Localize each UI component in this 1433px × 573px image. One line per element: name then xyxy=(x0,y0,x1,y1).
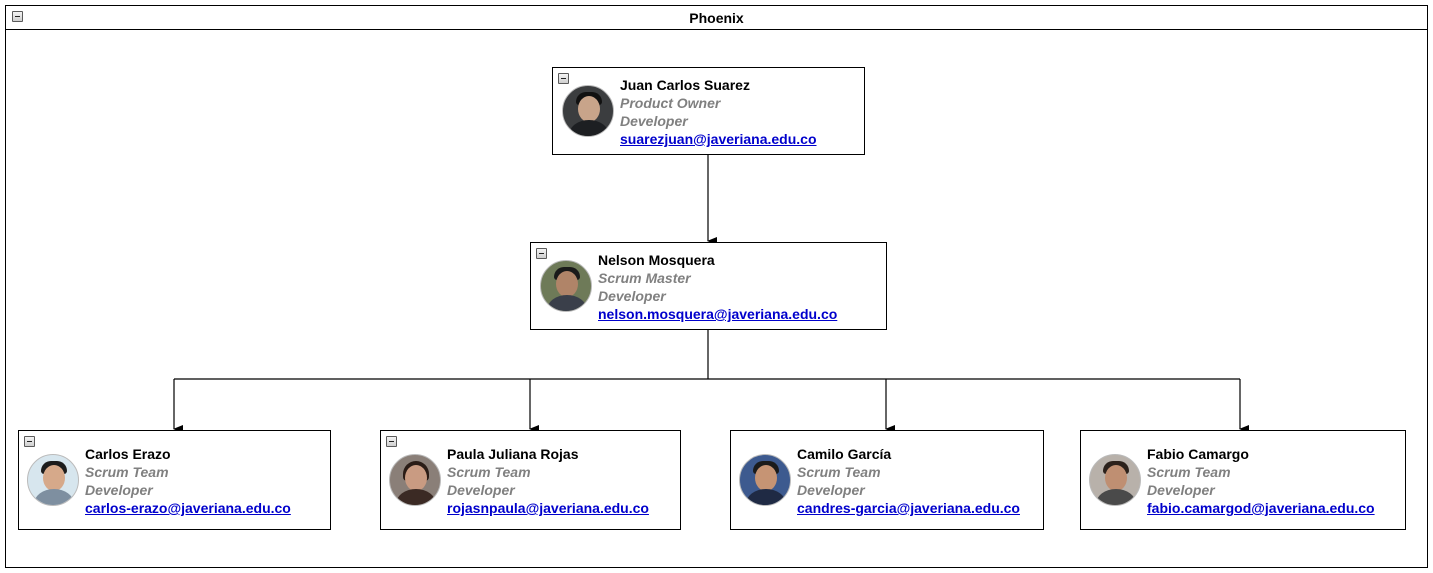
member-card-juan-carlos-suarez[interactable]: Juan Carlos Suarez Product Owner Develop… xyxy=(552,67,865,155)
team-title: Phoenix xyxy=(689,10,744,26)
avatar xyxy=(739,454,791,506)
member-name: Juan Carlos Suarez xyxy=(620,77,750,93)
member-role: Scrum Team xyxy=(85,464,169,480)
member-card-fabio-camargo[interactable]: Fabio Camargo Scrum Team Developer fabio… xyxy=(1080,430,1406,530)
member-role: Scrum Team xyxy=(797,464,881,480)
member-role-secondary: Developer xyxy=(85,482,153,498)
member-role-secondary: Developer xyxy=(620,113,688,129)
member-role-secondary: Developer xyxy=(447,482,515,498)
collapse-icon[interactable] xyxy=(24,436,35,447)
collapse-icon[interactable] xyxy=(536,248,547,259)
member-role: Scrum Team xyxy=(1147,464,1231,480)
avatar xyxy=(27,454,79,506)
member-role: Product Owner xyxy=(620,95,721,111)
member-name: Camilo García xyxy=(797,446,892,462)
member-name: Nelson Mosquera xyxy=(598,252,715,268)
team-header: Phoenix xyxy=(6,6,1427,30)
member-name: Paula Juliana Rojas xyxy=(447,446,579,462)
member-email-link[interactable]: carlos-erazo@javeriana.edu.co xyxy=(85,500,291,516)
collapse-icon[interactable] xyxy=(558,73,569,84)
member-email-link[interactable]: suarezjuan@javeriana.edu.co xyxy=(620,131,817,147)
avatar xyxy=(562,85,614,137)
member-email-link[interactable]: candres-garcia@javeriana.edu.co xyxy=(797,500,1020,516)
member-email-link[interactable]: fabio.camargod@javeriana.edu.co xyxy=(1147,500,1375,516)
avatar xyxy=(1089,454,1141,506)
member-email-link[interactable]: rojasnpaula@javeriana.edu.co xyxy=(447,500,649,516)
member-role-secondary: Developer xyxy=(797,482,865,498)
member-role-secondary: Developer xyxy=(598,288,666,304)
member-name: Fabio Camargo xyxy=(1147,446,1249,462)
avatar xyxy=(540,260,592,312)
member-email-link[interactable]: nelson.mosquera@javeriana.edu.co xyxy=(598,306,838,322)
member-role: Scrum Team xyxy=(447,464,531,480)
member-role: Scrum Master xyxy=(598,270,691,286)
member-role-secondary: Developer xyxy=(1147,482,1215,498)
member-name: Carlos Erazo xyxy=(85,446,171,462)
member-card-camilo-garcia[interactable]: Camilo García Scrum Team Developer candr… xyxy=(730,430,1044,530)
collapse-icon[interactable] xyxy=(12,11,23,22)
member-card-nelson-mosquera[interactable]: Nelson Mosquera Scrum Master Developer n… xyxy=(530,242,887,330)
collapse-icon[interactable] xyxy=(386,436,397,447)
member-card-carlos-erazo[interactable]: Carlos Erazo Scrum Team Developer carlos… xyxy=(18,430,331,530)
avatar xyxy=(389,454,441,506)
member-card-paula-juliana-rojas[interactable]: Paula Juliana Rojas Scrum Team Developer… xyxy=(380,430,681,530)
